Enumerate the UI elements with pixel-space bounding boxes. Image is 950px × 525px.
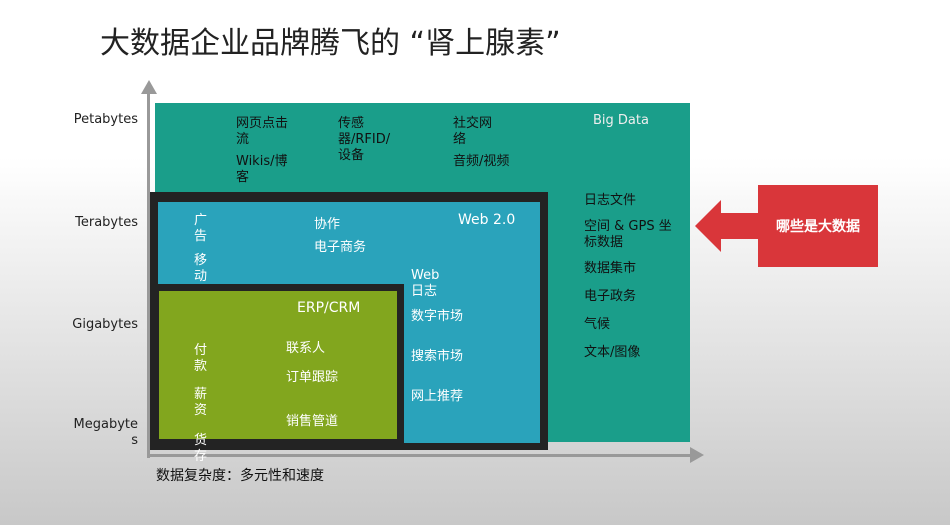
item: 空间 & GPS 坐标数据 <box>584 219 672 250</box>
item: 日志文件 <box>584 193 637 208</box>
item: 销售管道 <box>286 414 339 429</box>
item: Wikis/博客 <box>236 154 288 185</box>
y-label-gigabytes: Gigabytes <box>72 317 138 332</box>
item: 电子商务 <box>314 240 367 255</box>
item: 订单跟踪 <box>286 370 339 385</box>
y-axis-line <box>147 92 150 458</box>
callout-arrow-icon <box>695 200 721 252</box>
item: 搜索市场 <box>411 349 464 364</box>
item: 移动 <box>194 253 208 284</box>
item: 付款 <box>194 343 208 374</box>
callout-box: 哪些是大数据 <box>758 185 878 267</box>
item: 协作 <box>314 217 341 232</box>
web2-label: Web 2.0 <box>458 212 516 228</box>
item: 联系人 <box>286 341 326 356</box>
erp-label: ERP/CRM <box>297 300 361 316</box>
y-label-megabytes: Megabytes <box>73 417 138 448</box>
y-label-petabytes: Petabytes <box>73 112 138 127</box>
item: 传感器/RFID/设备 <box>338 116 391 163</box>
x-axis-label: 数据复杂度：多元性和速度 <box>156 468 324 484</box>
item: 文本/图像 <box>584 345 641 360</box>
item: 货存 <box>194 433 208 464</box>
big-data-label: Big Data <box>593 113 649 128</box>
item: 网上推荐 <box>411 389 464 404</box>
item: Web日志 <box>411 268 440 299</box>
erp-region <box>159 291 397 439</box>
item: 数字市场 <box>411 309 464 324</box>
item: 电子政务 <box>584 289 637 304</box>
item: 网页点击流 <box>236 116 289 147</box>
item: 薪资 <box>194 387 208 418</box>
item: 广告 <box>194 213 208 244</box>
callout-arrow-shaft <box>720 213 760 239</box>
y-axis-arrow-icon <box>141 80 157 94</box>
page-title: 大数据企业品牌腾飞的 “肾上腺素” <box>100 26 561 61</box>
callout-text: 哪些是大数据 <box>776 219 860 235</box>
big-data-right-list: 日志文件 空间 & GPS 坐标数据 数据集市 电子政务 气候 文本/图像 <box>584 193 674 361</box>
x-axis-arrow-icon <box>690 447 704 463</box>
item: 数据集市 <box>584 261 637 276</box>
item: 音频/视频 <box>453 154 510 169</box>
item: 气候 <box>584 317 611 332</box>
x-axis-line <box>147 454 692 457</box>
item: 社交网络 <box>453 116 493 147</box>
y-label-terabytes: Terabytes <box>75 215 138 230</box>
